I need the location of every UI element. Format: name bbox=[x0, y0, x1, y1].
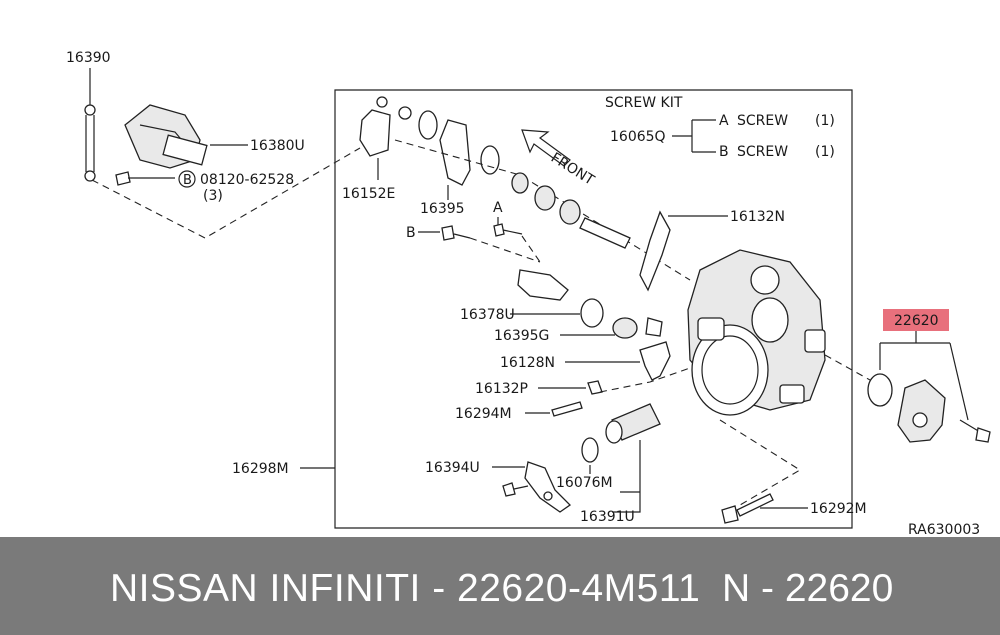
callout-08120-qty: (3) bbox=[203, 188, 223, 204]
throttle-body bbox=[687, 249, 826, 416]
sensor-22620 bbox=[897, 379, 946, 443]
callout-16132P: 16132P bbox=[475, 381, 528, 397]
callout-16378U: 16378U bbox=[460, 307, 515, 323]
o-ring-22620 bbox=[867, 373, 893, 407]
screw-kit-bracket bbox=[672, 119, 716, 153]
callout-16391U: 16391U bbox=[580, 509, 635, 525]
screw-kit-item-a-letter: A bbox=[719, 113, 729, 129]
lever-16128N bbox=[639, 341, 671, 381]
callout-16128N: 16128N bbox=[500, 355, 555, 371]
callout-16380U: 16380U bbox=[250, 138, 305, 154]
callout-16298M: 16298M bbox=[232, 461, 289, 477]
front-label: FRONT bbox=[548, 150, 597, 189]
screw-a bbox=[493, 223, 523, 237]
bracket-16390 bbox=[84, 104, 96, 182]
screw-b bbox=[441, 225, 471, 241]
callout-16395: 16395 bbox=[420, 201, 465, 217]
footer-code: N - 22620 bbox=[722, 567, 894, 610]
bushing-16395G bbox=[612, 317, 663, 339]
screw-16294M bbox=[551, 401, 583, 417]
screw-kit-item-a-qty: (1) bbox=[815, 113, 835, 129]
callout-16132N: 16132N bbox=[730, 209, 785, 225]
screw-kit-title: SCREW KIT bbox=[605, 95, 683, 111]
lever-16132N bbox=[639, 210, 671, 292]
lever-16395 bbox=[439, 119, 471, 186]
nut-16132P bbox=[587, 380, 603, 395]
assembly-frame bbox=[334, 89, 853, 529]
plate-16378U bbox=[517, 269, 569, 301]
sensor-16076M bbox=[581, 403, 661, 463]
letter-a: A bbox=[493, 200, 503, 216]
front-arrow-icon bbox=[521, 129, 571, 167]
callout-16292M: 16292M bbox=[810, 501, 867, 517]
spring-16395G bbox=[580, 298, 604, 328]
letter-b: B bbox=[406, 225, 416, 241]
screw-kit-item-b-letter: B bbox=[719, 144, 729, 160]
callout-16395G: 16395G bbox=[494, 328, 549, 344]
springs-16395 bbox=[418, 110, 500, 175]
screw-08120 bbox=[115, 171, 175, 186]
bracket-16394U bbox=[524, 461, 572, 513]
bolt-16292M bbox=[721, 493, 774, 524]
bushings bbox=[511, 172, 631, 249]
callout-16152E: 16152E bbox=[342, 186, 395, 202]
letter-b-circle bbox=[178, 170, 196, 188]
highlight-22620 bbox=[883, 309, 949, 331]
callout-16394U: 16394U bbox=[425, 460, 480, 476]
callout-16076M: 16076M bbox=[556, 475, 613, 491]
footer-bar: NISSAN INFINITI - 22620-4M511 N - 22620 bbox=[0, 537, 1000, 635]
screw-kit-item-a-name: SCREW bbox=[737, 113, 788, 129]
sensor-16380U bbox=[124, 104, 208, 169]
diagram-ref: RA630003 bbox=[908, 522, 980, 538]
callout-22620: 22620 bbox=[894, 313, 939, 329]
callout-08120: 08120-62528 bbox=[200, 172, 294, 188]
screw-22620 bbox=[959, 419, 991, 443]
callout-16294M: 16294M bbox=[455, 406, 512, 422]
screw-16394U bbox=[502, 482, 529, 497]
callout-08120-letter: B bbox=[183, 173, 192, 188]
screw-kit-item-b-qty: (1) bbox=[815, 144, 835, 160]
screw-kit-part: 16065Q bbox=[610, 129, 666, 145]
footer-title: NISSAN INFINITI - 22620-4M511 bbox=[110, 567, 701, 610]
screw-kit-item-b-name: SCREW bbox=[737, 144, 788, 160]
callout-16390: 16390 bbox=[66, 50, 111, 66]
parts-diagram: SCREW KIT 16065Q A SCREW (1) B SCREW (1)… bbox=[66, 50, 991, 538]
bracket-16152E bbox=[359, 96, 412, 157]
